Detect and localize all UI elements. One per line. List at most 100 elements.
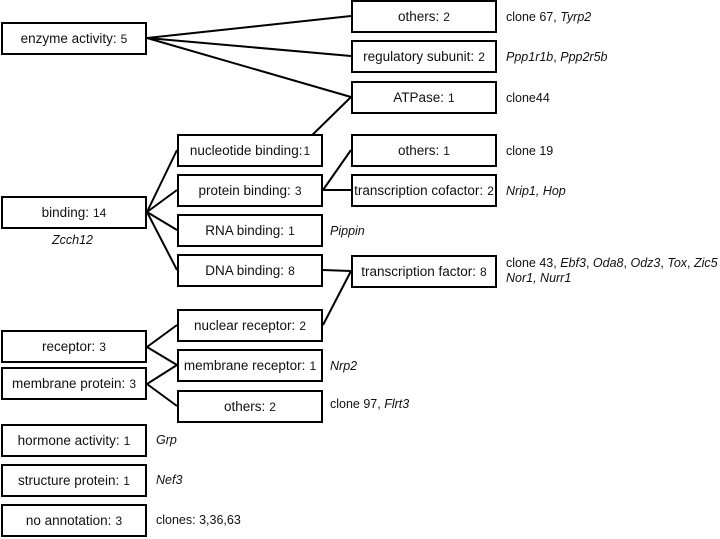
node-label: hormone activity: [17, 433, 120, 448]
node-count: 2 [478, 49, 485, 64]
clone-text: clone 67, [506, 10, 557, 24]
node-count: 8 [288, 263, 295, 278]
node-protein-binding: protein binding:3 [177, 174, 323, 207]
connector-protein-others [322, 149, 352, 191]
separator-text: , [660, 256, 664, 270]
gene-text: Oda8 [592, 256, 624, 270]
annotation-regulatory-subunit: Ppp1r1b, Ppp2r5b [506, 50, 608, 65]
gene-text: Odz3 [630, 256, 661, 270]
annotation-transcription-cofactor: Nrip1, Hop [506, 184, 566, 199]
separator-text: , [585, 256, 590, 270]
node-label: structure protein: [18, 473, 120, 488]
node-label: no annotation: [25, 513, 112, 528]
node-label: DNA binding: [205, 263, 285, 278]
node-atpase: ATPase:1 [351, 81, 497, 114]
gene-text: Ppp1r1b [506, 50, 554, 64]
separator-text: , [553, 50, 557, 64]
node-count: 2 [443, 9, 450, 24]
annotation-line: clone 43, Ebf3, Oda8, Odz3, Tox, Zic5 [506, 256, 718, 271]
connector-binding-nucleotide [146, 149, 178, 213]
annotation-binding: Zcch12 [52, 233, 93, 248]
node-count: 3 [294, 183, 302, 198]
connector-enzyme-atpase [146, 37, 352, 98]
clone-text: clone44 [506, 91, 550, 105]
node-count: 14 [92, 205, 107, 220]
gene-text: Flrt3 [384, 397, 410, 411]
annotation-atpase: clone44 [506, 91, 550, 106]
node-others-membrane: others:2 [177, 390, 323, 423]
node-count: 1 [448, 90, 455, 105]
gene-text: Tox [667, 256, 688, 270]
gene-text: Zic5 [694, 256, 718, 270]
connector-membrane-membranereceptor [146, 364, 178, 385]
connector-binding-rna [146, 211, 178, 231]
connector-binding-protein [146, 189, 178, 213]
annotation-others-binding: clone 19 [506, 144, 553, 159]
annotation-others-enzyme: clone 67, Tyrp2 [506, 10, 591, 25]
gene-text: Ebf3 [560, 256, 586, 270]
connector-binding-dna [146, 211, 178, 271]
node-label: others: [398, 9, 440, 24]
node-label: transcription factor: [361, 264, 477, 279]
separator-text: , [687, 256, 691, 270]
node-label: nucleotide binding: [189, 143, 303, 158]
node-label: membrane receptor: [183, 358, 306, 373]
node-count: 8 [480, 264, 487, 279]
node-membrane-protein: membrane protein:3 [1, 367, 147, 400]
gene-text: Nor1, Nurr1 [506, 271, 572, 285]
clone-text: clone 97, [330, 397, 381, 411]
annotation-no-annotation: clones: 3,36,63 [156, 513, 241, 528]
node-receptor: receptor:3 [1, 330, 147, 363]
gene-text: Pippin [330, 224, 365, 238]
annotation-membrane-receptor: Nrp2 [330, 359, 357, 374]
clone-text: clone 43, [506, 256, 557, 270]
node-count: 2 [299, 318, 306, 333]
node-count: 5 [120, 31, 128, 46]
node-count: 1 [443, 143, 450, 158]
clone-text: clone 19 [506, 144, 554, 158]
annotation-transcription-factor: clone 43, Ebf3, Oda8, Odz3, Tox, Zic5 No… [506, 256, 718, 286]
gene-text: Nrp2 [330, 359, 358, 373]
node-nucleotide-binding: nucleotide binding:1 [177, 134, 323, 167]
connector-enzyme-regulatory [146, 37, 352, 57]
node-label: others: [398, 143, 440, 158]
gene-text: Ppp2r5b [560, 50, 608, 64]
annotation-others-membrane: clone 97, Flrt3 [330, 397, 409, 412]
gene-text: Tyrp2 [560, 10, 592, 24]
node-label: transcription cofactor: [354, 183, 484, 198]
node-label: protein binding: [198, 183, 291, 198]
connector-receptor-nuclear [146, 324, 178, 348]
gene-text: Zcch12 [52, 233, 93, 247]
connector-nuclear-tf [322, 270, 352, 326]
node-label: nuclear receptor: [194, 318, 296, 333]
node-label: membrane protein: [12, 376, 126, 391]
node-count: 1 [303, 143, 311, 158]
node-hormone-activity: hormone activity:1 [1, 424, 147, 457]
node-label: receptor: [42, 339, 96, 354]
node-enzyme-activity: enzyme activity:5 [1, 22, 147, 55]
node-membrane-receptor: membrane receptor:1 [177, 349, 323, 382]
gene-text: Nef3 [156, 473, 183, 487]
node-structure-protein: structure protein:1 [1, 464, 147, 497]
node-transcription-factor: transcription factor:8 [351, 255, 497, 288]
node-binding: binding:14 [1, 196, 147, 229]
node-count: 3 [99, 339, 106, 354]
node-count: 1 [123, 433, 131, 448]
node-dna-binding: DNA binding:8 [177, 254, 323, 287]
connector-dna-tf [322, 269, 352, 272]
gene-text: Grp [156, 433, 177, 447]
connector-enzyme-others [146, 15, 352, 39]
node-no-annotation: no annotation:3 [1, 504, 147, 537]
node-count: 1 [288, 223, 295, 238]
annotation-line: Nor1, Nurr1 [506, 271, 718, 286]
connector-receptor-membrane [146, 346, 178, 366]
node-count: 1 [123, 473, 130, 488]
node-rna-binding: RNA binding:1 [177, 214, 323, 247]
annotation-hormone-activity: Grp [156, 433, 177, 448]
node-nuclear-receptor: nuclear receptor:2 [177, 309, 323, 342]
node-transcription-cofactor: transcription cofactor:2 [351, 174, 497, 207]
clone-text: clones: 3,36,63 [156, 513, 241, 527]
separator-text: , [623, 256, 627, 270]
